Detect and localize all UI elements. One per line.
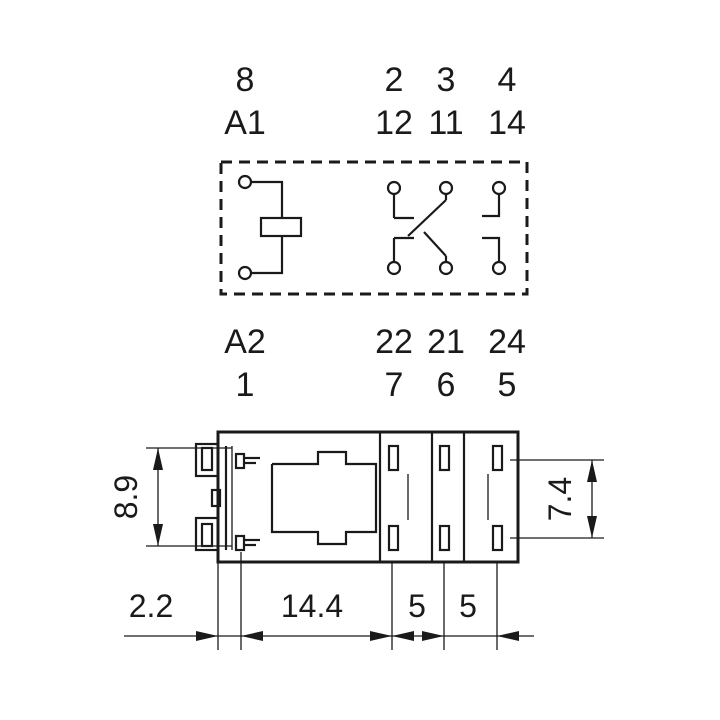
label-22: 22 — [375, 323, 413, 361]
label-pin-3: 3 — [437, 61, 456, 99]
terminal-12-circle — [386, 180, 402, 196]
terminal-21-circle — [438, 260, 454, 276]
dim-label-2-2: 2.2 — [129, 588, 173, 624]
dim-label-5-second: 5 — [459, 588, 477, 624]
slot-12 — [387, 444, 400, 472]
terminal-a1-circle — [237, 174, 253, 190]
flange-clip-bottom — [194, 516, 220, 552]
label-24: 24 — [488, 323, 526, 361]
slot-11 — [438, 444, 451, 472]
arrow-coil-left — [241, 631, 263, 641]
slot-22 — [387, 524, 400, 552]
label-a1: A1 — [224, 104, 266, 142]
relay-enclosure-outline — [219, 160, 529, 296]
label-pin-5: 5 — [498, 366, 517, 404]
contact-11-blade — [407, 199, 447, 237]
contact-21-blade — [423, 231, 447, 257]
terminal-slots — [387, 444, 504, 552]
socket-outline — [194, 430, 520, 564]
label-a2: A2 — [224, 323, 266, 361]
label-pin-6: 6 — [437, 366, 456, 404]
coil-screw-top — [234, 452, 246, 470]
label-12: 12 — [375, 104, 413, 142]
coil-symbol — [237, 174, 303, 281]
dim-label-5-first: 5 — [408, 588, 426, 624]
coil-screw-bottom — [234, 534, 246, 552]
label-pin-8: 8 — [236, 61, 255, 99]
dimension-height-left: 8.9 — [108, 447, 232, 547]
flange-clip-top-inner — [200, 446, 214, 472]
label-pin-1: 1 — [236, 366, 255, 404]
coil-lead-top — [251, 180, 284, 218]
bottom-terminal-labels: A2 1 22 7 21 6 24 5 — [224, 323, 526, 404]
contact-14-stub — [482, 194, 501, 218]
coil-rectangle — [259, 216, 303, 238]
label-pin-2: 2 — [385, 61, 404, 99]
left-mounting-flange — [194, 442, 233, 552]
label-pin-4: 4 — [498, 61, 517, 99]
slot-14 — [491, 444, 504, 472]
contact-24-stub — [482, 236, 501, 262]
slot-21 — [438, 524, 451, 552]
relay-cavity-outline — [270, 450, 378, 546]
changeover-contact-symbol — [386, 180, 454, 276]
flange-clip-bottom-inner — [200, 522, 214, 548]
arrow-pitch2-right — [497, 631, 519, 641]
dim-arrow-bottom — [153, 524, 163, 546]
terminal-14-circle — [491, 180, 507, 196]
dimension-height-right: 7.4 — [510, 459, 604, 539]
coil-terminals — [234, 452, 260, 552]
label-pin-7: 7 — [385, 366, 404, 404]
terminal-a2-circle — [237, 265, 253, 281]
socket-body-outline — [216, 430, 520, 564]
dim-label-7-4: 7.4 — [542, 477, 578, 521]
top-terminal-labels: 8 A1 2 12 3 11 4 14 — [224, 61, 526, 142]
arrow-flange — [196, 631, 218, 641]
dim-label-14-4: 14.4 — [281, 588, 343, 624]
arrow-pitch1-right — [422, 631, 444, 641]
arrow-coil-right — [370, 631, 392, 641]
dim-label-8-9: 8.9 — [108, 475, 144, 519]
flange-clip-top — [194, 442, 220, 478]
terminal-24-circle — [491, 260, 507, 276]
dim-arrow-top — [587, 460, 597, 482]
normally-open-contact-symbol — [482, 180, 507, 276]
terminal-22-circle — [386, 260, 402, 276]
slot-24 — [491, 524, 504, 552]
dim-arrow-bottom — [587, 516, 597, 538]
terminal-11-circle — [438, 180, 454, 196]
arrow-pitch1-left — [392, 631, 414, 641]
label-14: 14 — [488, 104, 526, 142]
flange-notch — [210, 488, 222, 508]
dim-arrow-top — [153, 448, 163, 470]
dimension-horizontal: 2.2 14.4 5 5 — [124, 552, 534, 650]
relay-schematic — [219, 160, 529, 296]
label-11: 11 — [428, 104, 463, 142]
label-21: 21 — [427, 323, 465, 361]
terminal-section-dividers — [378, 432, 489, 562]
coil-lead-bottom — [251, 236, 284, 275]
